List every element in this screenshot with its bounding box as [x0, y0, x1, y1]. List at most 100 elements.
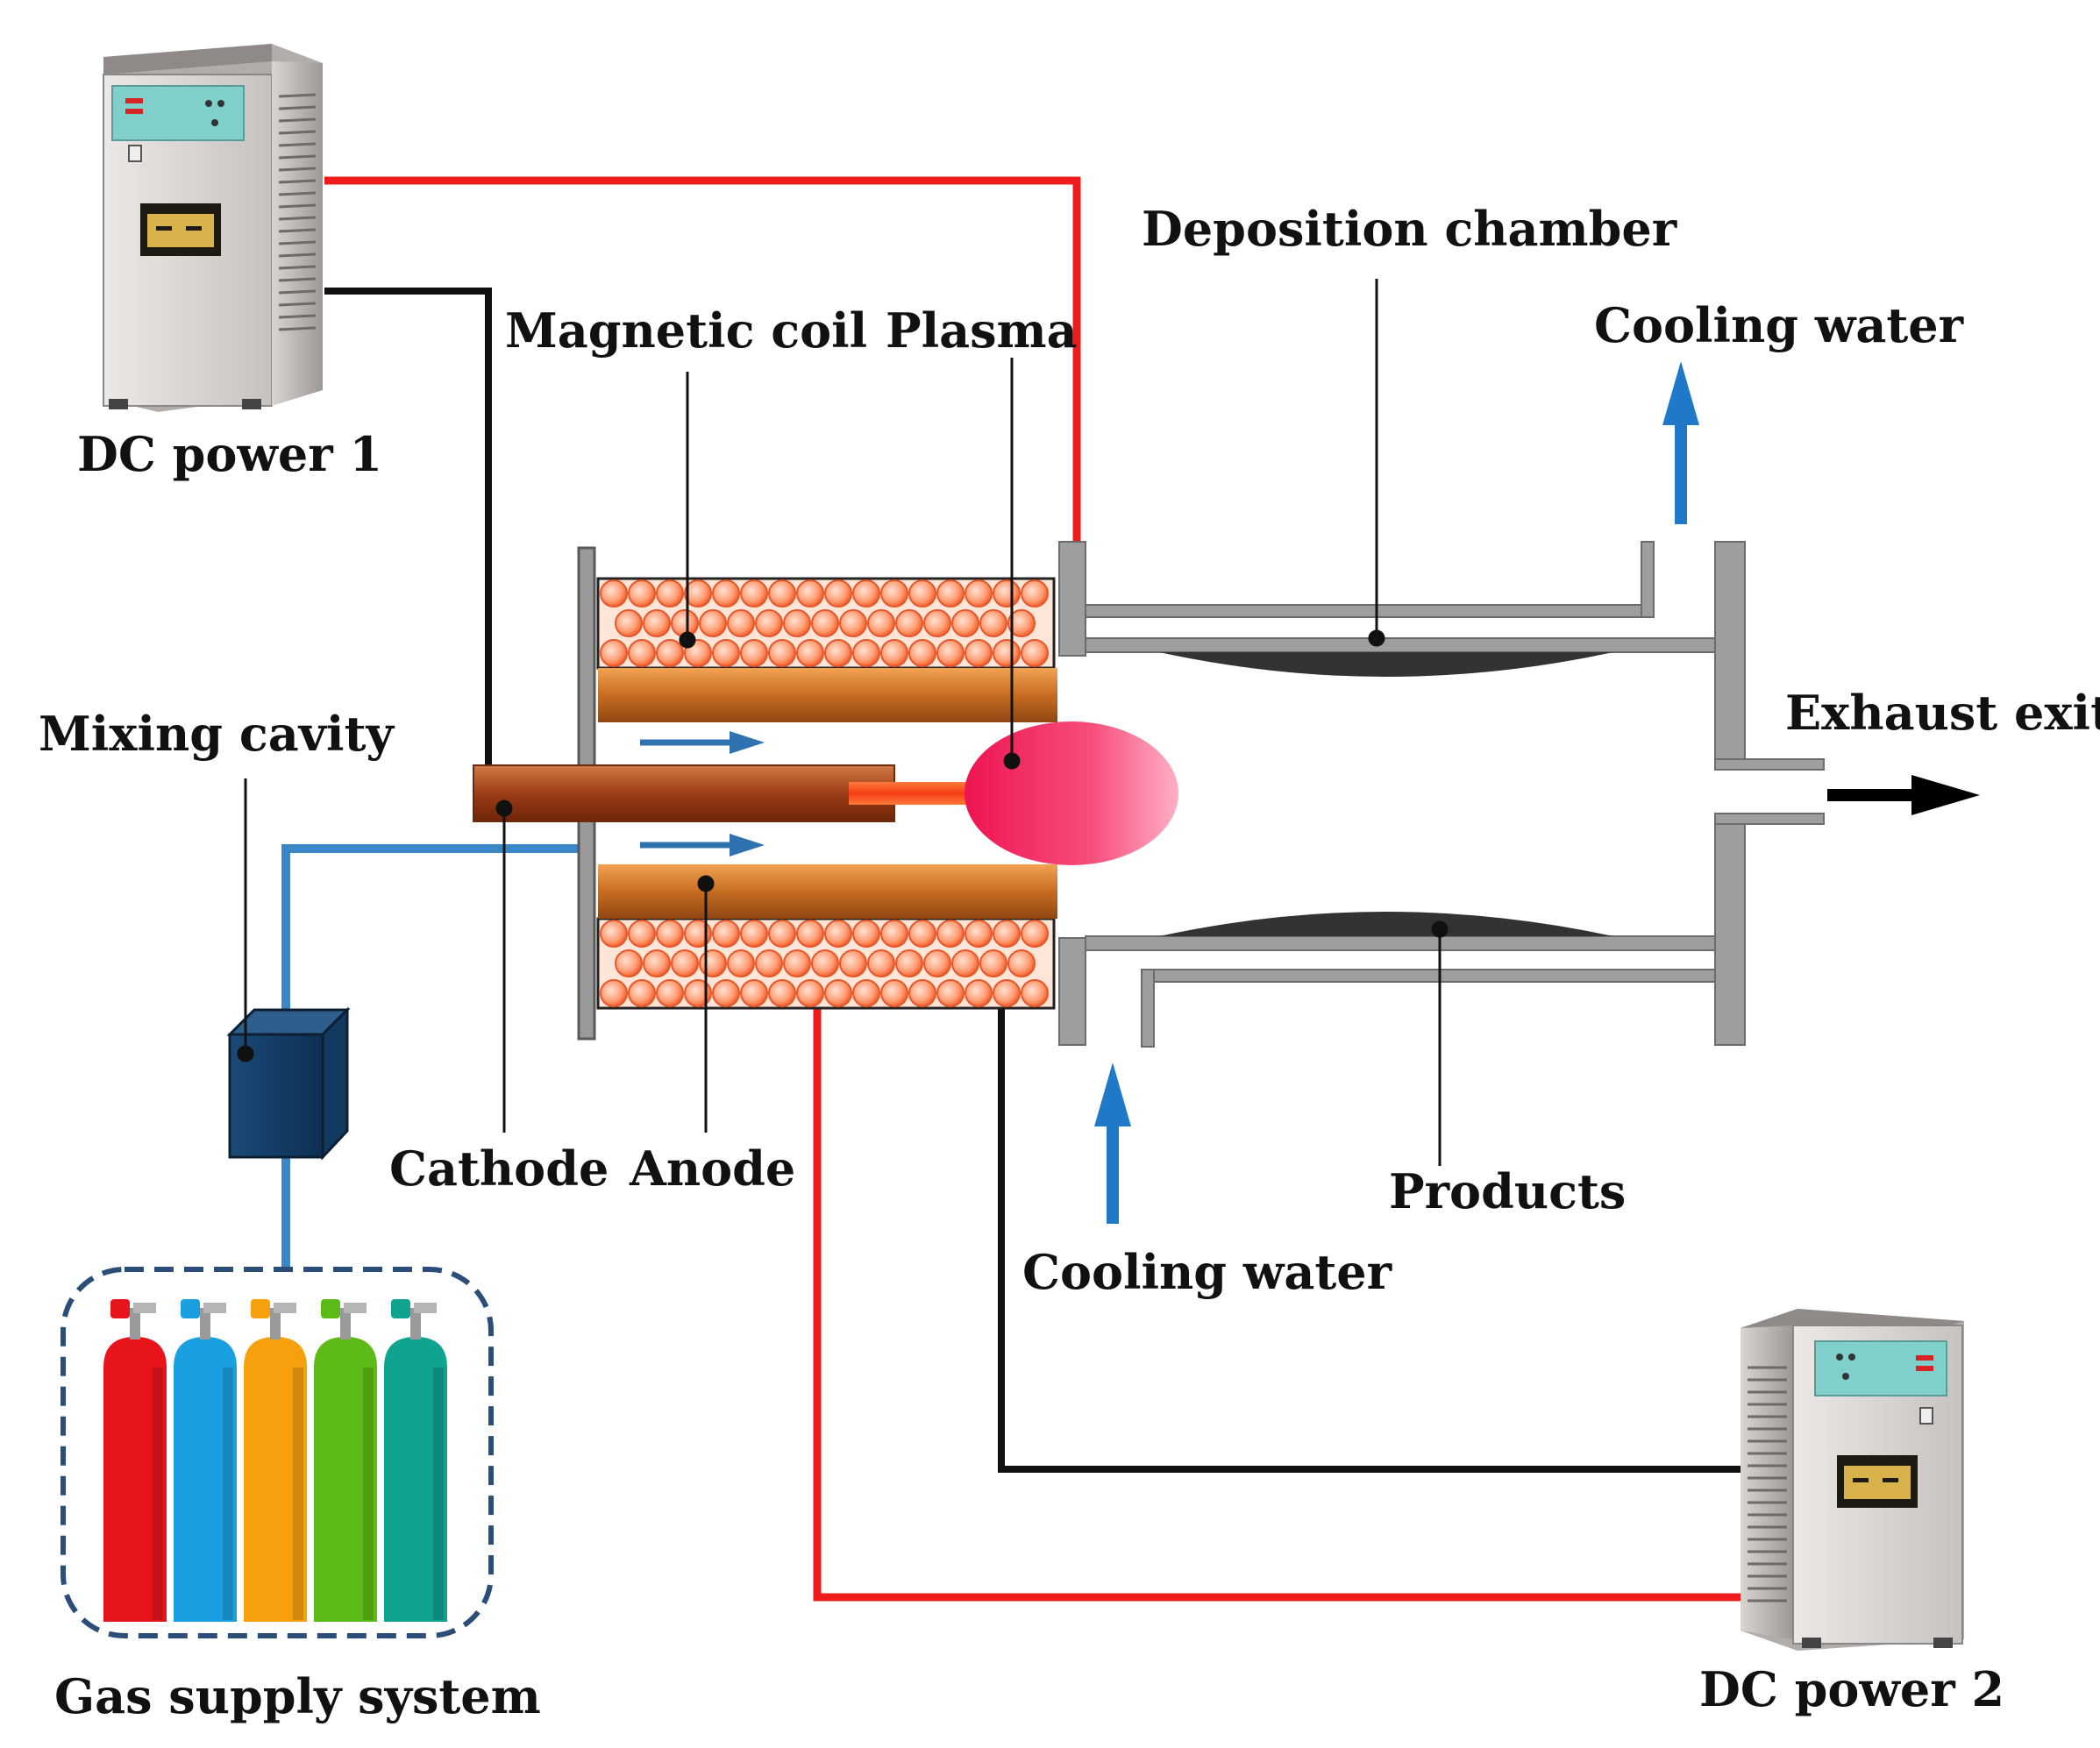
coil-winding [979, 949, 1007, 977]
dc-power-2 [1741, 1309, 1964, 1651]
coil-winding [867, 609, 895, 637]
coil-winding [965, 920, 993, 948]
coil-winding [643, 609, 671, 637]
coil-winding [796, 979, 824, 1007]
coil-winding [796, 639, 824, 667]
coil-winding [852, 579, 880, 608]
coil-winding [908, 920, 936, 948]
coil-winding [628, 920, 656, 948]
coil-winding [965, 979, 993, 1007]
coil-winding [965, 639, 993, 667]
coil-winding [923, 609, 951, 637]
coil-winding [979, 609, 1007, 637]
coil-winding [880, 920, 908, 948]
coil-winding [783, 949, 811, 977]
label-dc-power-1: DC power 1 [77, 426, 382, 482]
coil-winding [1021, 639, 1049, 667]
coil-winding [628, 639, 656, 667]
leader-dot-deposition-chamber [1368, 629, 1385, 647]
cooling-water-arrow-in [1094, 1062, 1131, 1224]
deposit-lower [1159, 912, 1613, 936]
coil-winding [615, 609, 643, 637]
label-anode: Anode [629, 1140, 795, 1197]
coil-winding [993, 979, 1021, 1007]
gas-cylinder [103, 1299, 167, 1622]
label-plasma: Plasma [886, 302, 1078, 359]
label-cooling-water-top: Cooling water [1594, 297, 1964, 353]
plasma-plume [965, 721, 1178, 865]
coil-winding [699, 949, 727, 977]
coil-winding [824, 979, 852, 1007]
coil-winding [768, 920, 796, 948]
coil-winding [895, 949, 923, 977]
coil-winding [867, 949, 895, 977]
positive-wire-1 [324, 176, 1081, 545]
coil-winding [628, 579, 656, 608]
exhaust-arrow [1827, 775, 1980, 815]
label-exhaust-exit: Exhaust exit [1785, 685, 2100, 741]
magnetic-coil-upper [596, 577, 1056, 670]
coil-winding [1021, 579, 1049, 608]
plasma-torch [473, 546, 1178, 1041]
coil-winding [712, 979, 740, 1007]
coil-winding [656, 579, 684, 608]
coil-winding [880, 979, 908, 1007]
label-deposition-chamber: Deposition chamber [1142, 201, 1677, 257]
cooling-water-arrow-out [1662, 361, 1699, 524]
coil-winding [671, 949, 699, 977]
coil-winding [727, 609, 755, 637]
coil-winding [824, 579, 852, 608]
coil-winding [852, 920, 880, 948]
coil-winding [615, 949, 643, 977]
coil-winding [895, 609, 923, 637]
label-dc-power-2: DC power 2 [1699, 1661, 2004, 1717]
coil-winding [880, 579, 908, 608]
coil-winding [908, 639, 936, 667]
coil-winding [908, 579, 936, 608]
anode-upper [598, 668, 1057, 722]
coil-winding [936, 979, 965, 1007]
coil-winding [839, 609, 867, 637]
label-gas-supply-system: Gas supply system [54, 1668, 541, 1724]
deposition-chamber [1058, 541, 1825, 1048]
coil-winding [783, 609, 811, 637]
coil-winding [600, 639, 628, 667]
coil-winding [965, 579, 993, 608]
gas-cylinder [384, 1299, 447, 1622]
coil-winding [936, 920, 965, 948]
coil-winding [923, 949, 951, 977]
coil-winding [936, 579, 965, 608]
coil-winding [656, 639, 684, 667]
coil-winding [811, 609, 839, 637]
coil-winding [768, 579, 796, 608]
coil-winding [1007, 609, 1036, 637]
coil-winding [796, 920, 824, 948]
coil-winding [993, 920, 1021, 948]
coil-winding [600, 979, 628, 1007]
coil-winding [740, 920, 768, 948]
label-magnetic-coil: Magnetic coil [505, 302, 867, 359]
coil-winding [712, 920, 740, 948]
coil-winding [755, 949, 783, 977]
label-mixing-cavity: Mixing cavity [39, 706, 395, 762]
coil-winding [740, 979, 768, 1007]
coil-winding [993, 639, 1021, 667]
cathode-tip [849, 782, 980, 805]
mixing-cavity [226, 1006, 351, 1161]
coil-winding [768, 979, 796, 1007]
coil-winding [600, 920, 628, 948]
coil-winding [936, 639, 965, 667]
coil-winding [656, 979, 684, 1007]
coil-winding [824, 639, 852, 667]
gas-cylinder [174, 1299, 237, 1622]
coil-winding [908, 979, 936, 1007]
coil-winding [643, 949, 671, 977]
negative-wire-2 [998, 1006, 1741, 1473]
coil-winding [712, 579, 740, 608]
label-cooling-water-bottom: Cooling water [1022, 1244, 1392, 1300]
coil-winding [852, 979, 880, 1007]
coil-winding [740, 639, 768, 667]
gas-flow-arrow-upper [640, 731, 765, 754]
anode-lower [598, 864, 1057, 919]
coil-winding [951, 949, 979, 977]
